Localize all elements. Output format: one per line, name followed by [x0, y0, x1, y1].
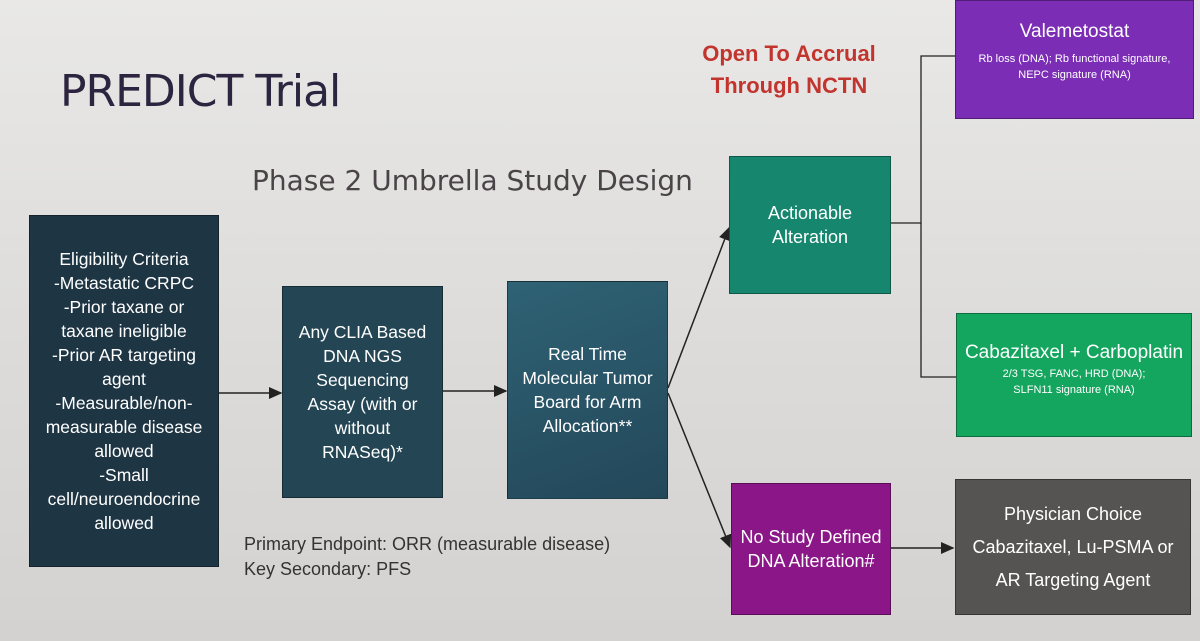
cabazitaxel-carboplatin-name: Cabazitaxel + Carboplatin: [964, 342, 1184, 363]
actionable-alteration-box: Actionable Alteration: [729, 156, 891, 294]
eligibility-item: -Prior taxane or taxane ineligible: [61, 297, 187, 341]
tumor-board-box: Real Time Molecular Tumor Board for Arm …: [507, 281, 668, 499]
endpoints: Primary Endpoint: ORR (measurable diseas…: [244, 532, 610, 582]
arrow-board-to-actionable: [667, 226, 731, 389]
valemetostat-name: Valemetostat: [1019, 21, 1130, 42]
physician-choice-box: Physician Choice Cabazitaxel, Lu-PSMA or…: [955, 479, 1191, 615]
actionable-alteration-text: Actionable Alteration: [767, 203, 853, 247]
cabazitaxel-carboplatin-arm-box: Cabazitaxel + Carboplatin 2/3 TSG, FANC,…: [956, 313, 1192, 437]
valemetostat-arm-box: Valemetostat Rb loss (DNA); Rb functiona…: [955, 0, 1194, 119]
eligibility-item: -Small cell/neuroendocrine allowed: [47, 465, 201, 533]
tumor-board-text: Real Time Molecular Tumor Board for Arm …: [522, 344, 653, 436]
eligibility-item: -Prior AR targeting agent: [52, 345, 196, 389]
cabazitaxel-carboplatin-detail: 2/3 TSG, FANC, HRD (DNA); SLFN11 signatu…: [1002, 368, 1146, 396]
accrual-line-2: Through NCTN: [710, 73, 868, 98]
accrual-line-1: Open To Accrual: [702, 41, 876, 66]
branch-actionable-to-arms: [891, 55, 955, 224]
valemetostat-detail: Rb loss (DNA); Rb functional signature, …: [978, 53, 1171, 81]
eligibility-heading: Eligibility Criteria: [59, 249, 189, 269]
slide-title: PREDICT Trial: [60, 66, 341, 117]
no-study-alteration-text: No Study Defined DNA Alteration#: [740, 527, 882, 571]
secondary-endpoint: Key Secondary: PFS: [244, 559, 412, 579]
eligibility-criteria-box: Eligibility Criteria -Metastatic CRPC -P…: [29, 215, 219, 567]
clia-assay-text: Any CLIA Based DNA NGS Sequencing Assay …: [298, 322, 427, 462]
physician-choice-line: AR Targeting Agent: [995, 569, 1151, 590]
primary-endpoint: Primary Endpoint: ORR (measurable diseas…: [244, 534, 611, 554]
clia-assay-box: Any CLIA Based DNA NGS Sequencing Assay …: [282, 286, 443, 498]
physician-choice-line: Cabazitaxel, Lu-PSMA or: [972, 536, 1174, 557]
accrual-note: Open To Accrual Through NCTN: [694, 38, 884, 102]
eligibility-item: -Metastatic CRPC: [53, 273, 195, 293]
slide-subtitle: Phase 2 Umbrella Study Design: [252, 164, 693, 197]
no-study-alteration-box: No Study Defined DNA Alteration#: [731, 483, 891, 615]
physician-choice-heading: Physician Choice: [1003, 503, 1143, 524]
branch-actionable-to-cabazitaxel: [920, 223, 956, 378]
eligibility-item: -Measurable/non-measurable disease allow…: [45, 393, 203, 461]
arrow-board-to-no-study: [667, 392, 732, 549]
